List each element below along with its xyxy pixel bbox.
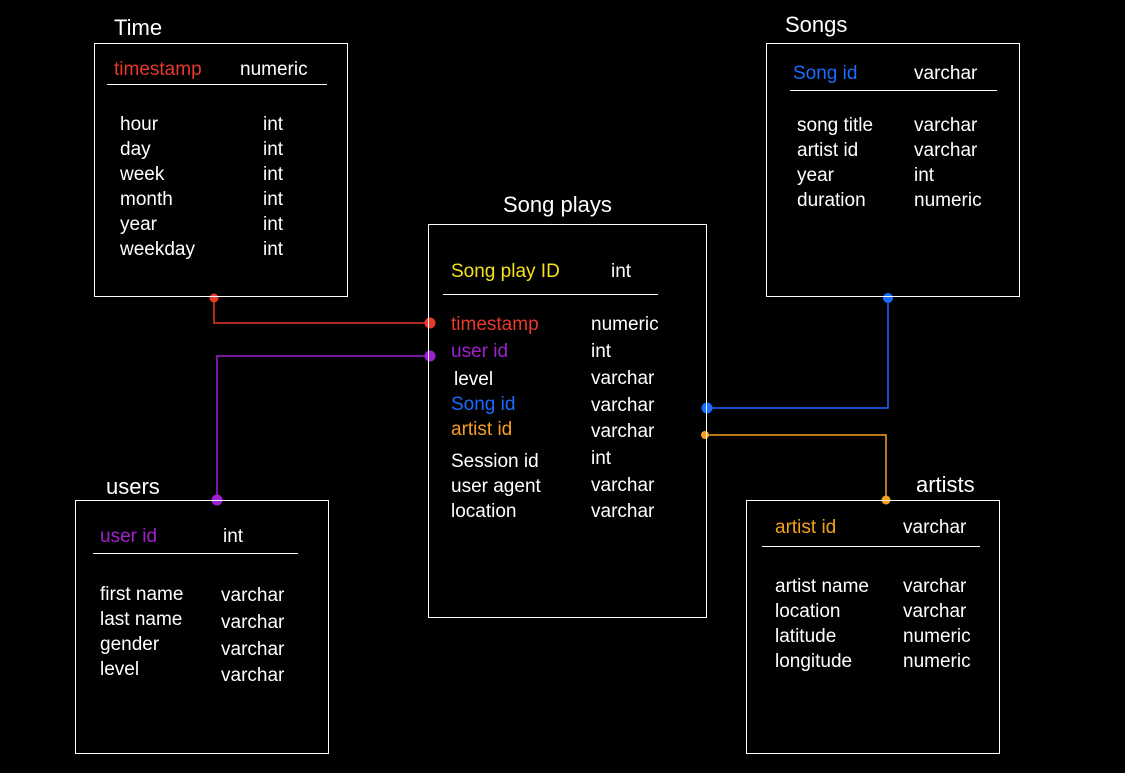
songplays-field-name: level [454, 369, 494, 390]
time-field-name: year [120, 214, 157, 235]
table-users [75, 500, 329, 754]
songplays-field-name: user agent [451, 476, 541, 497]
time-key-name: timestamp [114, 59, 202, 80]
songplays-field-type: varchar [591, 395, 655, 416]
table-songs [766, 43, 1020, 297]
artists-field-name: artist name [775, 576, 869, 597]
songplays-key-type: int [611, 261, 632, 282]
artists-field-type: numeric [903, 626, 971, 647]
table-title-songs: Songs [785, 12, 848, 37]
table-time [94, 43, 348, 297]
songplays-field-type: numeric [591, 314, 659, 335]
songplays-field-type: int [591, 341, 612, 362]
link-timestamp [209, 293, 436, 329]
songplays-field-type: varchar [591, 475, 655, 496]
users-key-type: int [223, 526, 244, 547]
songs-field-name: year [797, 165, 834, 186]
songplays-field-name: Song id [451, 394, 516, 415]
artists-field-type: varchar [903, 601, 967, 622]
songplays-field-name: location [451, 501, 517, 522]
songplays-field-name: user id [451, 341, 509, 362]
time-key-type: numeric [240, 59, 308, 80]
table-artists [746, 500, 1000, 754]
artists-divider [762, 546, 980, 547]
songplays-field-type: varchar [591, 501, 655, 522]
songs-key-type: varchar [914, 63, 978, 84]
artists-key-name: artist id [775, 517, 837, 538]
users-field-type: varchar [221, 585, 285, 606]
songs-field-name: song title [797, 115, 874, 136]
artists-field-name: location [775, 601, 841, 622]
users-field-type: varchar [221, 665, 285, 686]
time-field-name: month [120, 189, 173, 210]
songplays-field-name: artist id [451, 419, 513, 440]
table-songplays [428, 224, 707, 618]
songs-field-type: int [914, 165, 935, 186]
time-field-name: day [120, 139, 151, 160]
time-field-name: hour [120, 114, 159, 135]
link-artist-id [701, 431, 891, 505]
time-field-type: int [263, 214, 284, 235]
time-divider [107, 84, 327, 85]
users-key-name: user id [100, 526, 158, 547]
users-field-name: gender [100, 634, 160, 655]
songplays-field-type: int [591, 448, 612, 469]
time-field-type: int [263, 114, 284, 135]
songs-field-type: varchar [914, 140, 978, 161]
artists-field-name: latitude [775, 626, 837, 647]
songplays-divider [443, 294, 658, 295]
users-field-name: last name [100, 609, 183, 630]
table-title-time: Time [114, 15, 163, 40]
table-title-users: users [106, 474, 160, 499]
songplays-key-name: Song play ID [451, 261, 560, 282]
time-field-name: weekday [120, 239, 195, 260]
time-field-type: int [263, 139, 284, 160]
users-field-name: first name [100, 584, 184, 605]
time-field-type: int [263, 239, 284, 260]
songplays-field-type: varchar [591, 368, 655, 389]
songplays-field-name: Session id [451, 451, 539, 472]
songs-field-name: artist id [797, 140, 859, 161]
songs-field-name: duration [797, 190, 866, 211]
users-field-type: varchar [221, 639, 285, 660]
time-field-name: week [120, 164, 165, 185]
songplays-field-type: varchar [591, 421, 655, 442]
time-field-type: int [263, 164, 284, 185]
time-field-type: int [263, 189, 284, 210]
songplays-field-name: timestamp [451, 314, 539, 335]
table-title-artists: artists [916, 472, 975, 497]
link-song-id [701, 293, 893, 414]
users-field-type: varchar [221, 612, 285, 633]
artists-field-type: varchar [903, 576, 967, 597]
songs-divider [790, 90, 997, 91]
table-title-songplays: Song plays [503, 192, 612, 217]
users-field-name: level [100, 659, 140, 680]
link-user-id [211, 350, 436, 506]
artists-field-type: numeric [903, 651, 971, 672]
songs-field-type: numeric [914, 190, 982, 211]
users-divider [93, 553, 298, 554]
artists-key-type: varchar [903, 517, 967, 538]
songs-field-type: varchar [914, 115, 978, 136]
artists-field-name: longitude [775, 651, 853, 672]
songs-key-name: Song id [793, 63, 858, 84]
